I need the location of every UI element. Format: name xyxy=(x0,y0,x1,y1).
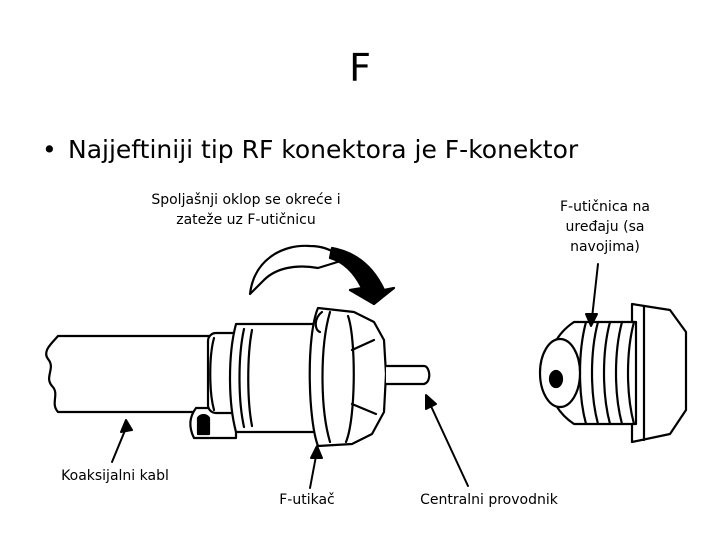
bullet-item: • Najjeftiniji tip RF konektora je F-kone… xyxy=(42,132,702,168)
coax-cable-drawing xyxy=(45,334,238,440)
curved-rotation-arrow-icon xyxy=(248,244,396,306)
bullet-dot: • xyxy=(42,135,57,164)
center-pin-drawing xyxy=(384,364,431,386)
label-outer-nut: Spoljašnji oklop se okreće i zateže uz F… xyxy=(151,192,341,228)
bullet-text: Najjeftiniji tip RF konektora je F-konek… xyxy=(68,135,579,164)
label-f-plug: F-utikač xyxy=(279,492,335,508)
hex-nut-drawing xyxy=(308,306,388,448)
label-f-socket: F-utičnica na uređaju (sa navojima) xyxy=(560,199,650,255)
label-coax-cable: Koaksijalni kabl xyxy=(61,468,169,484)
label-center-conductor: Centralni provodnik xyxy=(420,492,558,508)
slide-title: F xyxy=(349,46,371,90)
f-socket-drawing xyxy=(538,302,688,444)
crimp-sleeve-drawing xyxy=(206,322,320,434)
pointer-arrow-icon xyxy=(111,263,599,489)
